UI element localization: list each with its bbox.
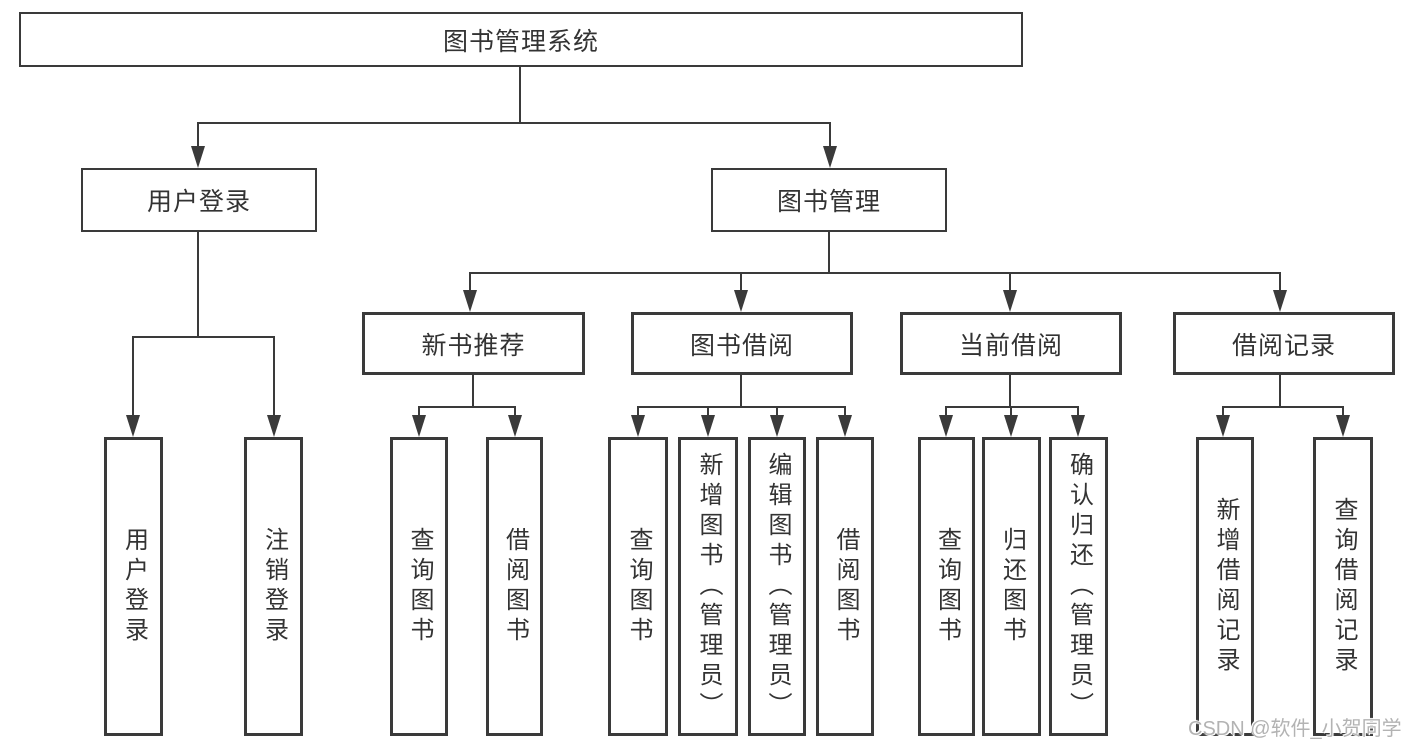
arrow-down-icon bbox=[1004, 415, 1018, 437]
connector-rail bbox=[1222, 406, 1344, 408]
connector-drop bbox=[1222, 406, 1224, 418]
connector-user-login-rail bbox=[132, 336, 275, 338]
connector-stem bbox=[1009, 375, 1011, 406]
connector-drop bbox=[418, 406, 420, 418]
leaf-add-books-admin: 新增图书（管理员） bbox=[678, 437, 738, 736]
arrow-down-icon bbox=[1003, 290, 1017, 312]
arrow-down-icon bbox=[508, 415, 522, 437]
leaf-edit-books-admin: 编辑图书（管理员） bbox=[748, 437, 806, 736]
connector-drop bbox=[1010, 406, 1012, 418]
connector-drop bbox=[829, 122, 831, 148]
arrow-down-icon bbox=[631, 415, 645, 437]
leaf-add-borrow-record: 新增借阅记录 bbox=[1196, 437, 1254, 736]
arrow-down-icon bbox=[823, 146, 837, 168]
connector-book-mgmt-rail bbox=[469, 272, 1281, 274]
arrow-down-icon bbox=[701, 415, 715, 437]
connector-book-mgmt-stem bbox=[828, 232, 830, 272]
node-library-management-system: 图书管理系统 bbox=[19, 12, 1023, 67]
leaf-return-books: 归还图书 bbox=[982, 437, 1041, 736]
leaf-user-login: 用户登录 bbox=[104, 437, 163, 736]
connector-drop bbox=[1077, 406, 1079, 418]
connector-drop bbox=[469, 272, 471, 292]
leaf-query-borrow-record: 查询借阅记录 bbox=[1313, 437, 1373, 736]
arrow-down-icon bbox=[770, 415, 784, 437]
connector-drop bbox=[514, 406, 516, 418]
leaf-logout: 注销登录 bbox=[244, 437, 303, 736]
node-current-borrowing: 当前借阅 bbox=[900, 312, 1122, 375]
node-borrowing-records: 借阅记录 bbox=[1173, 312, 1395, 375]
connector-drop bbox=[1342, 406, 1344, 418]
connector-rail bbox=[418, 406, 516, 408]
connector-rail bbox=[637, 406, 846, 408]
arrow-down-icon bbox=[267, 415, 281, 437]
connector-root-stem bbox=[519, 67, 521, 122]
node-new-book-recommend: 新书推荐 bbox=[362, 312, 585, 375]
arrow-down-icon bbox=[1216, 415, 1230, 437]
arrow-down-icon bbox=[1336, 415, 1350, 437]
leaf-query-books: 查询图书 bbox=[608, 437, 668, 736]
connector-drop bbox=[776, 406, 778, 418]
arrow-down-icon bbox=[939, 415, 953, 437]
leaf-query-books: 查询图书 bbox=[390, 437, 448, 736]
connector-drop bbox=[637, 406, 639, 418]
arrow-down-icon bbox=[126, 415, 140, 437]
arrow-down-icon bbox=[1071, 415, 1085, 437]
connector-drop bbox=[273, 336, 275, 416]
csdn-watermark: CSDN @软件_小贺同学 bbox=[1188, 718, 1402, 740]
connector-rail bbox=[945, 406, 1079, 408]
connector-drop bbox=[132, 336, 134, 416]
connector-root-rail bbox=[197, 122, 831, 124]
leaf-query-books: 查询图书 bbox=[918, 437, 975, 736]
leaf-borrow-books: 借阅图书 bbox=[816, 437, 874, 736]
connector-drop bbox=[707, 406, 709, 418]
arrow-down-icon bbox=[463, 290, 477, 312]
arrow-down-icon bbox=[1273, 290, 1287, 312]
connector-drop bbox=[1279, 272, 1281, 292]
arrow-down-icon bbox=[734, 290, 748, 312]
connector-drop bbox=[197, 122, 199, 148]
arrow-down-icon bbox=[838, 415, 852, 437]
connector-stem bbox=[740, 375, 742, 406]
connector-stem bbox=[472, 375, 474, 406]
leaf-confirm-return-admin: 确认归还（管理员） bbox=[1049, 437, 1108, 736]
connector-user-login-stem bbox=[197, 232, 199, 336]
node-book-borrowing: 图书借阅 bbox=[631, 312, 853, 375]
arrow-down-icon bbox=[191, 146, 205, 168]
node-user-login: 用户登录 bbox=[81, 168, 317, 232]
connector-drop bbox=[1009, 272, 1011, 292]
arrow-down-icon bbox=[412, 415, 426, 437]
connector-drop bbox=[844, 406, 846, 418]
connector-drop bbox=[740, 272, 742, 292]
node-book-management: 图书管理 bbox=[711, 168, 947, 232]
connector-drop bbox=[945, 406, 947, 418]
connector-stem bbox=[1279, 375, 1281, 406]
leaf-borrow-books: 借阅图书 bbox=[486, 437, 543, 736]
